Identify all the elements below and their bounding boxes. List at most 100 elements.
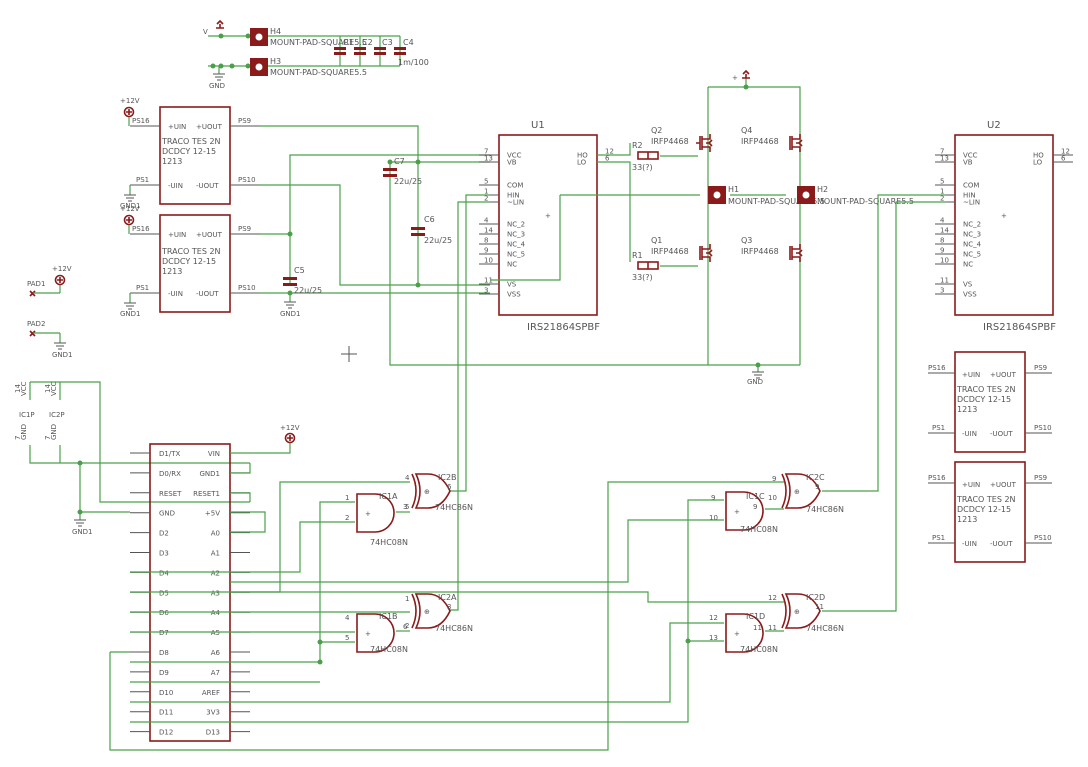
- dcdc-name: TRACO TES 2N: [956, 495, 1016, 504]
- driver-pin-num: 11: [940, 277, 949, 285]
- gate-origin: +: [734, 630, 740, 638]
- driver-pin-num: 9: [484, 247, 488, 255]
- pad-name: H2: [817, 185, 828, 194]
- arduino-pin-right: AREF: [202, 689, 220, 697]
- driver-pin-name: NC_5: [507, 251, 525, 259]
- driver-pin-num: 2: [484, 195, 488, 203]
- dcdc-pin-num: PS16: [928, 474, 946, 482]
- driver-pin-name: NC_4: [963, 241, 982, 249]
- dcdc-pin-num: PS16: [132, 225, 150, 233]
- and-gate-ic1a: + IC1A 74HC08N 1 2 3: [345, 492, 408, 547]
- driver-pin-num: 7: [940, 148, 944, 156]
- crosshair-icon: [341, 346, 357, 362]
- arduino-pin-left: D12: [159, 729, 173, 737]
- gate-pin-num: 6: [447, 483, 452, 491]
- gate-value: 74HC08N: [740, 525, 778, 534]
- gate-label: IC1C: [746, 492, 765, 501]
- gate-value: 74HC86N: [806, 505, 844, 514]
- driver-name: U2: [987, 120, 1001, 131]
- cap-label: C6: [424, 215, 435, 224]
- driver-pin-name: ~LIN: [507, 199, 524, 207]
- dcdc-pin: +UIN: [962, 371, 980, 379]
- xor-gate-ic2a: ⊕ IC2A 74HC86N 1 2 3: [405, 593, 473, 633]
- gate-label: IC1B: [379, 612, 398, 621]
- mount-pad-h2: H2 MOUNT-PAD-SQUARE5.5: [797, 185, 914, 206]
- driver-pin-num: 10: [940, 257, 949, 265]
- arduino-pin-left: D5: [159, 589, 169, 597]
- arduino-pin-left: D2: [159, 530, 169, 538]
- resistor-value: 33(?): [632, 163, 653, 172]
- dcdc-pin-num: PS10: [1034, 424, 1052, 432]
- gate-value: 74HC08N: [740, 645, 778, 654]
- arduino-pin-left: D7: [159, 629, 169, 637]
- driver-pin-num: 11: [484, 277, 493, 285]
- driver-pin-name: HIN: [507, 192, 520, 200]
- arduino-supply: +12V: [230, 424, 300, 533]
- ic-power-label: IC2P: [49, 411, 65, 419]
- driver-pin-name: VB: [507, 159, 517, 167]
- capacitor-c5: C5 22u/25 GND1: [280, 266, 322, 318]
- arduino-pin-left: D6: [159, 609, 169, 617]
- ic-power-pin-num: 7: [14, 436, 22, 440]
- gate-pin-num: 10: [709, 514, 718, 522]
- capacitor-c6: C6 22u/25: [411, 215, 452, 245]
- gnd-label: GND1: [52, 351, 73, 359]
- capacitor-c7: C7 22u/25: [383, 157, 422, 186]
- cap-label: C3: [382, 38, 393, 47]
- cap-value: 1m/100: [398, 58, 429, 67]
- and-gate-ic1d: + IC1D 74HC08N 12 13 11: [709, 612, 778, 654]
- driver-pin-num: 6: [1061, 155, 1066, 163]
- pad1: PAD1 +12V: [27, 265, 72, 297]
- pad-label: PAD2: [27, 320, 45, 328]
- gate-value: 74HC86N: [435, 624, 473, 633]
- driver-pin-name: VS: [963, 281, 973, 289]
- and-gate-ic1c: + IC1C 74HC08N 9 10 9: [709, 491, 778, 534]
- arduino-pin-left: D1/TX: [159, 450, 180, 458]
- ic-power-pin-num: 14: [44, 384, 52, 393]
- gate-pin-num: 3: [447, 603, 451, 611]
- driver-pin-num: 12: [605, 148, 614, 156]
- mosfet-q2: Q2 IRFP4468: [651, 126, 713, 152]
- pad-label: PAD1: [27, 280, 45, 288]
- gate-origin: +: [365, 510, 371, 518]
- driver-pin-name: NC: [507, 261, 517, 269]
- dcdc-pin: -UOUT: [196, 182, 219, 190]
- ic-power-pin-num: 14: [14, 384, 22, 393]
- supply-12v-1: +12V: [120, 97, 140, 126]
- pad-value: MOUNT-PAD-SQUARE5.5: [817, 197, 914, 206]
- dcdc-name: DCDCY 12-15: [162, 147, 216, 156]
- gate-origin: ⊕: [794, 488, 800, 496]
- gnd-label: GND1: [120, 310, 141, 318]
- gate-pin-num: 3: [403, 503, 407, 511]
- gate-label: IC2D: [806, 593, 825, 602]
- driver-pin-num: 4: [940, 217, 945, 225]
- dcdc-pin-num: PS1: [932, 424, 945, 432]
- dcdc-pin: +UOUT: [196, 123, 223, 131]
- driver-pin-name: VSS: [963, 291, 977, 299]
- mosfet-label: Q1: [651, 236, 662, 245]
- gate-pin-num: 12: [709, 614, 718, 622]
- dcdc-pin-num: PS10: [1034, 534, 1052, 542]
- cap-value: 22u/25: [294, 286, 322, 295]
- arduino-pin-left: D8: [159, 649, 169, 657]
- ic-power-pins: GND1 IC1P IC2P VCC VCC GND GND 14 14 7 7: [14, 381, 250, 536]
- pad-value: MOUNT-PAD-SQUARE5.5: [270, 68, 367, 77]
- gate-pin-num: 4: [345, 614, 350, 622]
- arduino-pin-left: D4: [159, 569, 169, 577]
- arduino-pin-left: D0/RX: [159, 470, 181, 478]
- dcdc-pin-num: PS16: [132, 117, 150, 125]
- ic-power-pin: VCC: [20, 381, 28, 396]
- gate-pin-num: 9: [711, 494, 715, 502]
- dcdc-pin: +UIN: [168, 123, 186, 131]
- pad-value: MOUNT-PAD-SQUARE5.5: [270, 38, 367, 47]
- driver-pin-name: VS: [507, 281, 517, 289]
- dcdc-name: 1213: [957, 515, 977, 524]
- driver-pin-num: 10: [484, 257, 493, 265]
- driver-pin-num: 5: [940, 178, 944, 186]
- gate-pin-num: 5: [405, 503, 409, 511]
- resistor-r2: R2 33(?): [632, 141, 659, 172]
- dcdc-pin: -UIN: [962, 540, 977, 548]
- driver-pin-name: NC_3: [507, 231, 525, 239]
- mosfet-label: Q3: [741, 236, 752, 245]
